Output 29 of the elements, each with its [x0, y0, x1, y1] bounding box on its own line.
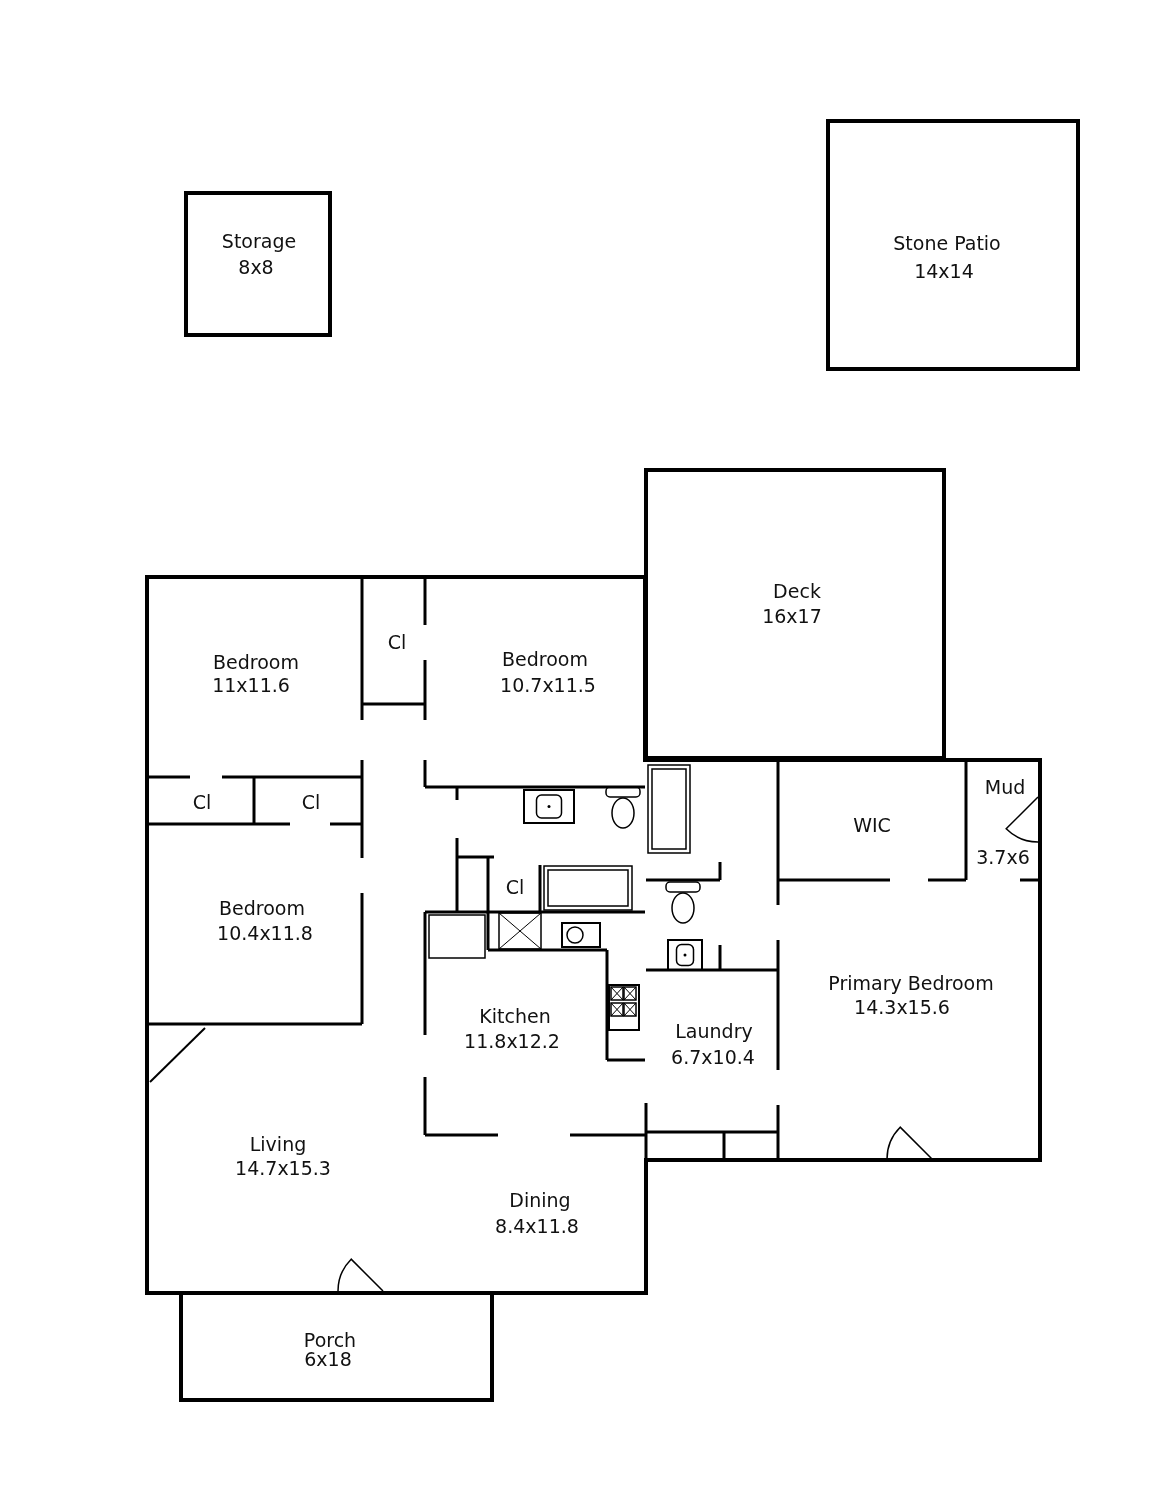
room-name: Bedroom [213, 650, 299, 674]
room-dimensions: 14.3x15.6 [854, 995, 950, 1019]
room-name: Bedroom [502, 647, 588, 671]
room-dimensions: 8.4x11.8 [495, 1214, 579, 1238]
room-dimensions: 14x14 [914, 259, 974, 283]
room-name: WIC [853, 813, 891, 837]
room-dimensions: 14.7x15.3 [235, 1156, 331, 1180]
room-dimensions: 11.8x12.2 [464, 1029, 560, 1053]
room-name: Dining [509, 1188, 571, 1212]
room-name: Storage [221, 229, 297, 253]
room-name: Living [249, 1132, 307, 1156]
room-dimensions: 6.7x10.4 [671, 1045, 755, 1069]
room-name: Cl [192, 790, 212, 814]
room-name: Mud [984, 775, 1026, 799]
room-dimensions: 8x8 [238, 255, 274, 279]
room-name: Kitchen [479, 1004, 551, 1028]
room-dimensions: 10.7x11.5 [500, 673, 596, 697]
room-name: Stone Patio [893, 231, 1001, 255]
room-name: Bedroom [219, 896, 305, 920]
room-dimensions: 11x11.6 [212, 673, 290, 697]
room-dimensions: 10.4x11.8 [217, 921, 313, 945]
room-dimensions: 3.7x6 [976, 845, 1030, 869]
room-name: Cl [505, 875, 525, 899]
room-name: Primary Bedroom [828, 971, 994, 995]
room-name: Cl [387, 630, 407, 654]
room-name: Deck [773, 579, 821, 603]
room-name: Laundry [675, 1019, 753, 1043]
room-name: Cl [301, 790, 321, 814]
room-dimensions: 16x17 [762, 604, 822, 628]
